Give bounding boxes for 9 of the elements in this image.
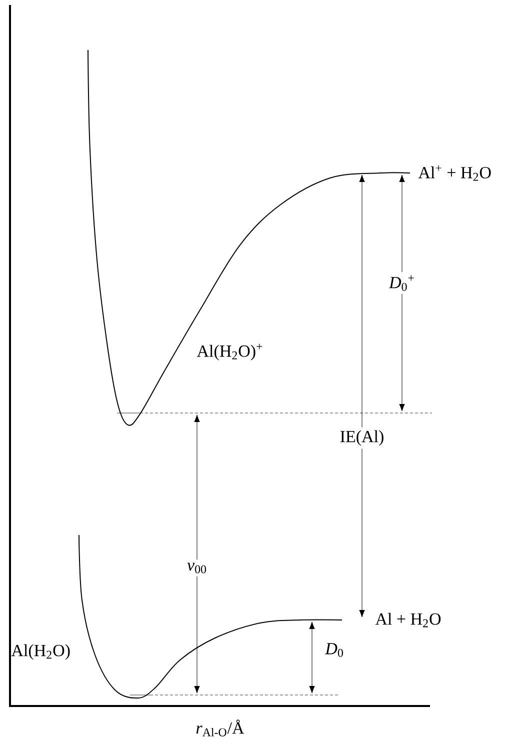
curve-label: IE(Al)	[336, 427, 388, 449]
curve-label: D$_{0}$+	[386, 272, 418, 294]
curve-label: ν$_{00}$	[184, 560, 210, 576]
curve-label: Al$^{+}$ + H$_{2}$O	[418, 165, 491, 181]
curve-label: Al + H$_{2}$O	[375, 612, 441, 628]
curve-label: Al(H$_{2}$O)$^{+}$	[196, 344, 262, 360]
curve-label: D$_{0}$	[325, 643, 343, 657]
curve-label: Al(H$_{2}$O)	[11, 644, 70, 660]
curve-label: r$_{Al-O}$/Å	[196, 720, 244, 736]
